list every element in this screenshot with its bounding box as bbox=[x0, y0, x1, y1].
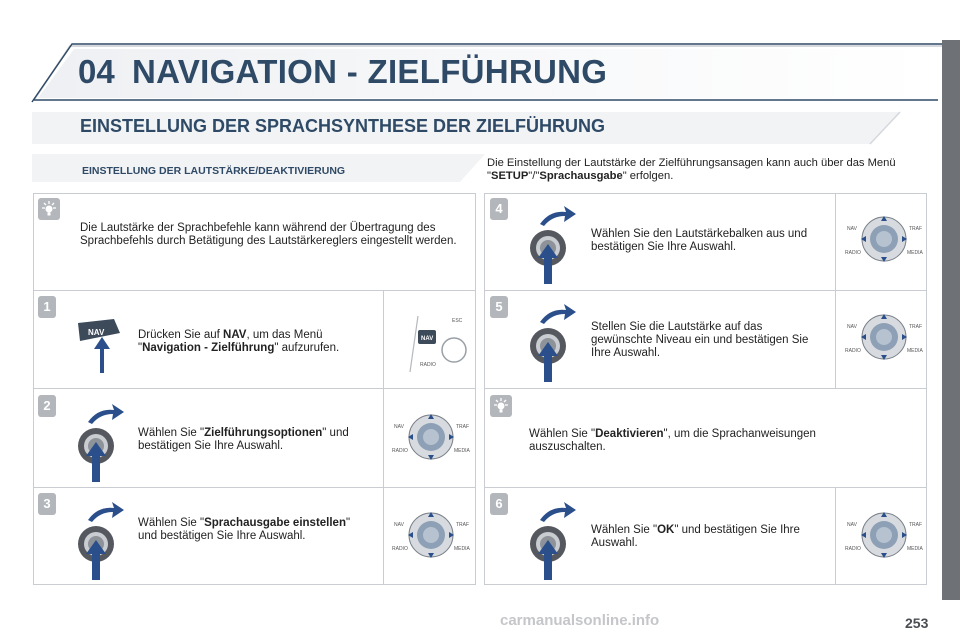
watermark: carmanualsonline.info bbox=[500, 612, 660, 629]
step-badge-1: 1 bbox=[38, 296, 56, 318]
svg-text:TRAF: TRAF bbox=[456, 424, 469, 430]
illustration-divider bbox=[835, 193, 836, 389]
row-divider bbox=[484, 388, 927, 389]
sub-title: EINSTELLUNG DER LAUTSTÄRKE/DEAKTIVIERUNG bbox=[82, 165, 346, 177]
svg-text:MEDIA: MEDIA bbox=[454, 448, 471, 454]
left-tip-text: Die Lautstärke der Sprachbefehle kann wä… bbox=[80, 222, 457, 247]
step-badge-5: 5 bbox=[490, 296, 508, 318]
nav-button-illustration: NAV bbox=[74, 315, 122, 375]
row-divider bbox=[33, 487, 476, 488]
rotary-knob-icon bbox=[530, 502, 576, 580]
svg-text:NAV: NAV bbox=[847, 324, 858, 330]
svg-text:TRAF: TRAF bbox=[909, 324, 922, 330]
intro-text: Die Einstellung der Lautstärke der Zielf… bbox=[487, 157, 896, 182]
svg-text:ESC: ESC bbox=[452, 318, 463, 324]
svg-text:RADIO: RADIO bbox=[845, 348, 861, 354]
step-badge-6: 6 bbox=[490, 493, 508, 515]
controller-illustration: NAV TRAF RADIO MEDIA bbox=[845, 216, 924, 262]
illustration-divider bbox=[835, 487, 836, 585]
svg-text:NAV: NAV bbox=[847, 522, 858, 528]
header-banner bbox=[31, 43, 942, 103]
svg-text:MEDIA: MEDIA bbox=[907, 250, 924, 256]
step-5-text: Stellen Sie die Lautstärke auf das gewün… bbox=[591, 321, 809, 359]
step-2-text: Wählen Sie "Zielführungsoptionen" und be… bbox=[138, 427, 349, 452]
section-title: EINSTELLUNG DER SPRACHSYNTHESE DER ZIELF… bbox=[80, 116, 606, 136]
side-strip bbox=[942, 40, 960, 600]
step-4-text: Wählen Sie den Lautstärkebalken aus und … bbox=[591, 228, 808, 253]
chapter-title: NAVIGATION - ZIELFÜHRUNG bbox=[132, 53, 608, 90]
page-number: 253 bbox=[905, 615, 929, 631]
right-tip-text: Wählen Sie "Deaktivieren", um die Sprach… bbox=[529, 428, 816, 453]
svg-text:NAV: NAV bbox=[421, 336, 433, 342]
console-illustration: NAV ESC RADIO bbox=[409, 315, 467, 373]
lightbulb-icon bbox=[490, 395, 512, 417]
svg-text:MEDIA: MEDIA bbox=[907, 348, 924, 354]
rotary-knob-icon bbox=[78, 404, 124, 482]
step-badge-4: 4 bbox=[490, 198, 508, 220]
svg-text:NAV: NAV bbox=[394, 424, 405, 430]
controller-illustration: NAV TRAF RADIO MEDIA bbox=[845, 512, 924, 558]
step-6-text: Wählen Sie "OK" und bestätigen Sie Ihre … bbox=[591, 524, 800, 549]
chapter-number: 04 bbox=[78, 53, 115, 90]
svg-text:MEDIA: MEDIA bbox=[454, 546, 471, 552]
svg-text:RADIO: RADIO bbox=[845, 546, 861, 552]
illustration-divider bbox=[383, 290, 384, 585]
step-badge-2: 2 bbox=[38, 395, 56, 417]
step-3-text: Wählen Sie "Sprachausgabe einstellen" un… bbox=[138, 517, 351, 542]
nav-button-label: NAV bbox=[88, 328, 105, 337]
row-divider bbox=[33, 290, 476, 291]
step-badge-3: 3 bbox=[38, 493, 56, 515]
svg-text:TRAF: TRAF bbox=[909, 226, 922, 232]
svg-text:RADIO: RADIO bbox=[392, 448, 408, 454]
row-divider bbox=[33, 388, 476, 389]
svg-text:NAV: NAV bbox=[847, 226, 858, 232]
svg-text:RADIO: RADIO bbox=[845, 250, 861, 256]
svg-text:TRAF: TRAF bbox=[909, 522, 922, 528]
subtitle-banner bbox=[32, 154, 485, 182]
left-panel bbox=[33, 193, 476, 585]
svg-text:RADIO: RADIO bbox=[392, 546, 408, 552]
rotary-knob-icon bbox=[78, 502, 124, 580]
section-banner bbox=[32, 111, 901, 145]
controller-illustration: NAV TRAF RADIO MEDIA bbox=[392, 512, 471, 558]
step-1-text: Drücken Sie auf NAV, um das Menü "Naviga… bbox=[138, 329, 340, 354]
row-divider bbox=[484, 290, 927, 291]
controller-illustration: NAV TRAF RADIO MEDIA bbox=[392, 414, 471, 460]
controller-illustration: NAV TRAF RADIO MEDIA bbox=[845, 314, 924, 360]
svg-text:TRAF: TRAF bbox=[456, 522, 469, 528]
svg-text:RADIO: RADIO bbox=[420, 362, 436, 368]
svg-text:NAV: NAV bbox=[394, 522, 405, 528]
row-divider bbox=[484, 487, 927, 488]
rotary-knob-icon bbox=[530, 206, 576, 284]
svg-text:MEDIA: MEDIA bbox=[907, 546, 924, 552]
lightbulb-icon bbox=[38, 198, 60, 220]
rotary-knob-icon bbox=[530, 304, 576, 382]
